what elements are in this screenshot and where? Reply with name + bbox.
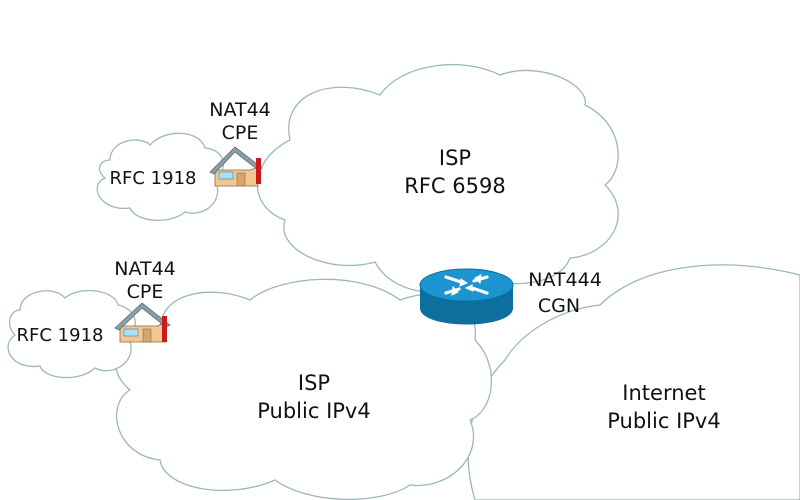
internet-cloud-line1: Internet xyxy=(622,381,705,405)
cgn-line1: NAT444 xyxy=(528,269,602,291)
cgn-router-icon xyxy=(419,268,514,325)
isp-shared-cloud: ISP RFC 6598 xyxy=(256,63,619,294)
cpe-top-house-icon xyxy=(209,146,263,187)
cpe-bottom-line1: NAT44 xyxy=(114,258,176,280)
isp-shared-cloud-line1: ISP xyxy=(439,146,471,170)
isp-public-cloud-line1: ISP xyxy=(298,371,330,395)
isp-public-cloud-line2: Public IPv4 xyxy=(257,399,370,423)
rfc1918-bottom-label: RFC 1918 xyxy=(17,325,104,346)
cpe-bottom-line2: CPE xyxy=(127,281,164,303)
internet-cloud: Internet Public IPv4 xyxy=(467,264,800,500)
cpe-top-line2: CPE xyxy=(222,122,259,144)
isp-public-cloud: ISP Public IPv4 xyxy=(115,278,493,500)
cpe-top-line1: NAT44 xyxy=(209,99,271,121)
cpe-bottom-house-icon xyxy=(114,302,171,343)
isp-shared-cloud-line2: RFC 6598 xyxy=(404,174,505,198)
rfc1918-bottom-cloud: RFC 1918 xyxy=(7,289,136,379)
rfc1918-top-cloud: RFC 1918 xyxy=(96,132,224,221)
cgn-line2: CGN xyxy=(538,295,580,317)
rfc1918-top-label: RFC 1918 xyxy=(110,168,197,189)
internet-cloud-line2: Public IPv4 xyxy=(607,409,720,433)
